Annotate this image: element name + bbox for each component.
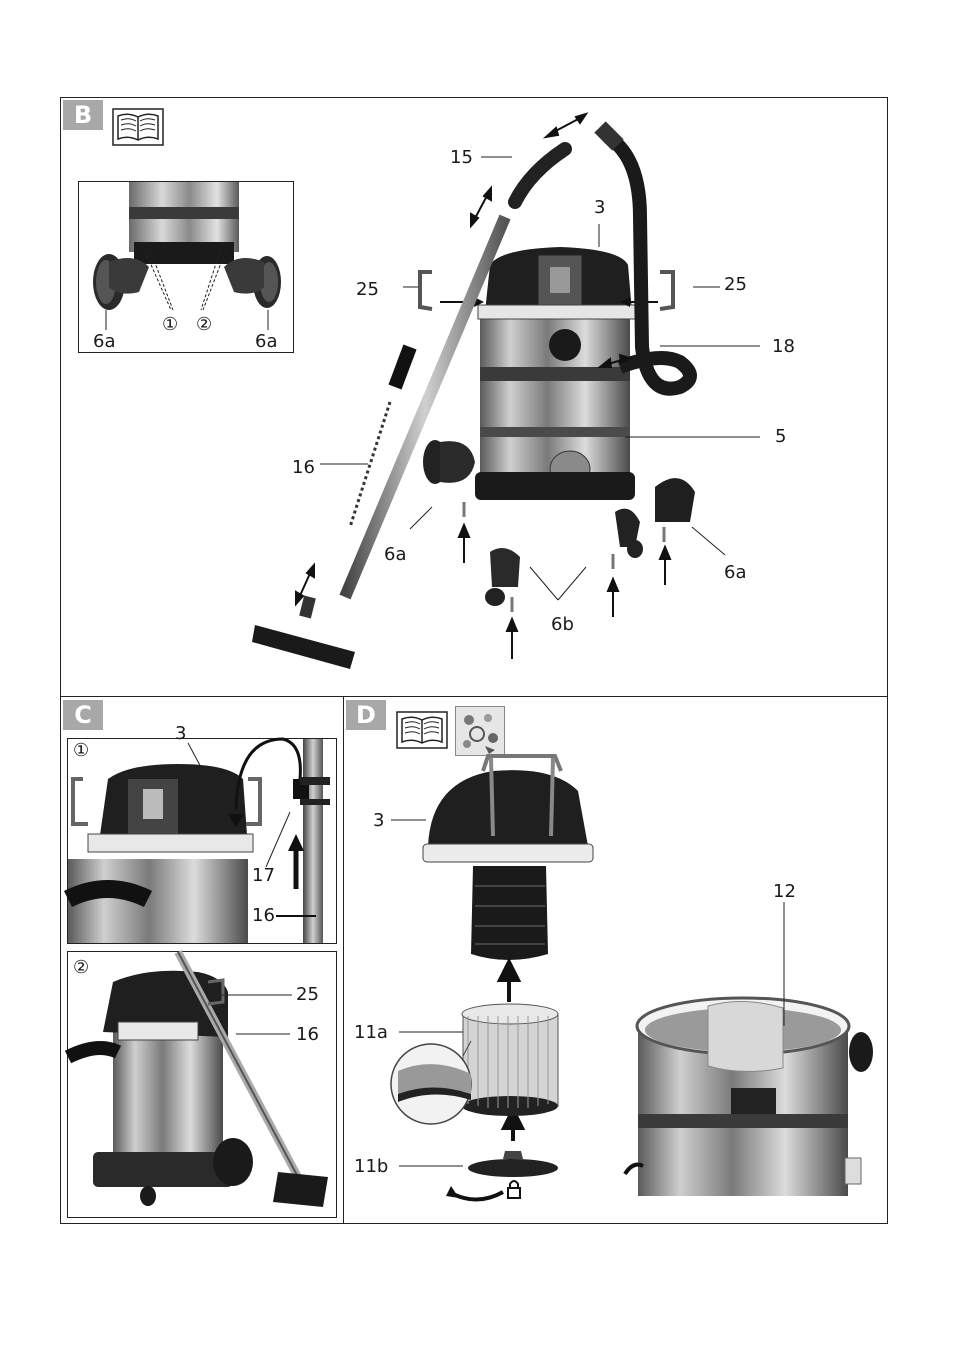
section-c-badge: C <box>63 700 103 730</box>
section-d-frame <box>343 696 888 1224</box>
label-5: 5 <box>775 426 787 447</box>
d-label-3: 3 <box>373 810 385 831</box>
label-18: 18 <box>772 336 795 357</box>
handle-storage-photo <box>63 737 330 943</box>
label-6a-inset-right: 6a <box>255 331 278 352</box>
section-b-badge: B <box>63 100 103 130</box>
c-step-1-marker: ① <box>73 740 90 761</box>
c-label-16-bottom: 16 <box>296 1024 319 1045</box>
step-2-marker: ② <box>196 314 213 335</box>
label-25-right: 25 <box>724 274 747 295</box>
c-label-25: 25 <box>296 984 319 1005</box>
c-step-2-marker: ② <box>73 957 90 978</box>
d-label-12: 12 <box>773 881 796 902</box>
filter-replacement-illustration <box>390 754 873 1202</box>
c-label-17: 17 <box>252 865 275 886</box>
book-icon <box>396 711 448 749</box>
storage-position-photo <box>64 950 328 1207</box>
storage-position-photo-frame <box>67 951 337 1218</box>
label-6a-left: 6a <box>384 544 407 565</box>
wheel-detail-inset <box>78 181 294 353</box>
d-label-11a: 11a <box>354 1022 388 1043</box>
book-icon <box>112 108 164 146</box>
handle-storage-photo-frame <box>67 738 337 944</box>
filter-cleaning-icon <box>455 706 505 756</box>
label-6a-inset-left: 6a <box>93 331 116 352</box>
c-label-3: 3 <box>175 723 187 744</box>
label-6a-right: 6a <box>724 562 747 583</box>
label-15: 15 <box>450 147 473 168</box>
step-1-marker: ① <box>162 314 179 335</box>
lock-icon <box>507 1180 521 1199</box>
label-3: 3 <box>594 197 606 218</box>
d-label-11b: 11b <box>354 1156 389 1177</box>
section-d-badge: D <box>346 700 386 730</box>
label-25-left: 25 <box>356 279 379 300</box>
label-6b: 6b <box>551 614 574 635</box>
wheel-detail-illustration <box>93 182 281 330</box>
vacuum-exploded-illustration <box>252 112 760 669</box>
c-label-16-top: 16 <box>252 905 275 926</box>
label-16: 16 <box>292 457 315 478</box>
